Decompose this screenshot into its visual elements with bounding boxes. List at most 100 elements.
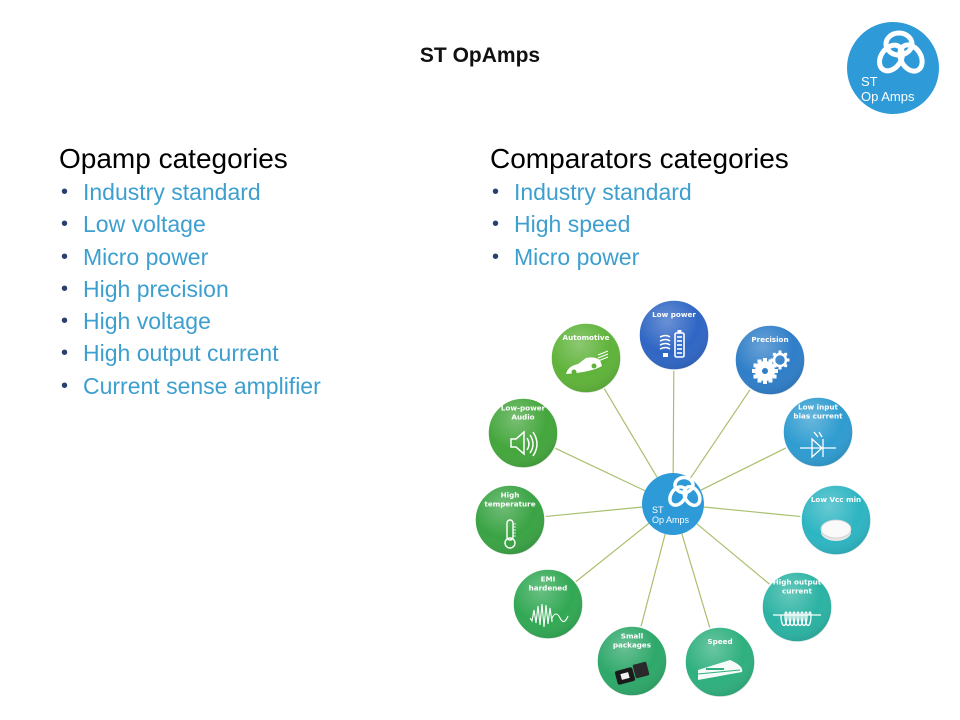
comparators-list: • Industry standard • High speed • Micro po…	[490, 176, 789, 273]
connector-line	[681, 533, 711, 629]
node-gloss	[513, 569, 583, 639]
node-label: packages	[613, 641, 651, 650]
list-item: • Micro power	[490, 241, 789, 273]
node-label: Automotive	[563, 333, 610, 342]
coin-cell-icon	[820, 519, 852, 541]
chip-package-icon	[614, 661, 650, 685]
list-item: • Current sense amplifier	[59, 370, 321, 402]
node-label: temperature	[484, 500, 535, 509]
comparators-categories: Comparators categories • Industry standar…	[490, 142, 789, 273]
list-item-label: Micro power	[514, 243, 640, 270]
bullet-train-icon	[697, 660, 743, 680]
feature-node-automotive: Automotive	[550, 322, 622, 394]
bullet-icon: •	[61, 310, 69, 333]
node-label: hardened	[529, 584, 568, 593]
center-text-st: ST	[652, 505, 664, 515]
connector-line	[700, 447, 787, 491]
bulb-battery-icon	[659, 330, 685, 358]
connector-line	[703, 506, 802, 518]
list-item-label: High precision	[83, 275, 229, 302]
chain-links-icon	[668, 475, 702, 508]
feature-node-speed: Speed	[684, 626, 756, 698]
slide-title: ST OpAmps	[419, 44, 541, 67]
list-item-label: Low voltage	[83, 211, 206, 238]
list-item-label: Current sense amplifier	[83, 372, 321, 399]
center-hub: ST Op Amps	[642, 473, 704, 535]
list-item: • Micro power	[59, 241, 321, 273]
bullet-icon: •	[61, 374, 69, 397]
node-gloss	[685, 627, 755, 697]
node-label: Speed	[707, 637, 732, 646]
node-label: current	[782, 587, 812, 596]
logo-text-opamps: Op Amps	[861, 89, 915, 104]
node-label: Low-power	[501, 404, 546, 413]
connector-line	[672, 369, 675, 474]
bullet-icon: •	[61, 245, 69, 268]
bullet-icon: •	[492, 245, 500, 268]
list-item-label: Industry standard	[514, 179, 692, 205]
list-item: • High output current	[59, 337, 321, 369]
thermometer-icon	[504, 519, 516, 549]
opamp-categories: Opamp categories • Industry standard • Low…	[59, 142, 321, 402]
opamp-heading: Opamp categories	[59, 143, 288, 174]
car-icon	[566, 350, 609, 375]
list-item-label: Industry standard	[83, 179, 261, 205]
connector-lines	[544, 369, 802, 629]
node-gloss	[597, 626, 667, 696]
node-gloss	[783, 397, 853, 467]
logo-text-st: ST	[861, 74, 878, 89]
photodiode-icon	[800, 431, 836, 459]
list-item-label: High voltage	[83, 308, 211, 335]
connector-line	[574, 522, 650, 583]
comparators-heading: Comparators categories	[490, 143, 789, 174]
st-opamps-logo: ST Op Amps	[847, 22, 939, 114]
list-item: • Industry standard	[490, 176, 789, 208]
node-label: Low power	[652, 310, 696, 319]
list-item-label: Micro power	[83, 243, 209, 270]
connector-line	[640, 533, 666, 628]
list-item: •High precision	[59, 273, 321, 305]
connector-line	[554, 447, 646, 492]
node-label: EMI	[541, 575, 556, 584]
bullet-icon: •	[61, 213, 69, 236]
noise-wave-icon	[529, 603, 569, 628]
connector-line	[603, 387, 658, 478]
list-item: • High speed	[490, 208, 789, 240]
connector-line	[544, 506, 643, 518]
connector-line	[689, 388, 751, 479]
list-item: • Low voltage	[59, 208, 321, 240]
node-label: Precision	[751, 335, 788, 344]
inductor-coil-icon	[773, 611, 821, 627]
node-label: High	[501, 491, 520, 500]
speaker-icon	[510, 430, 538, 457]
bullet-icon: •	[61, 181, 69, 203]
node-label: High output	[773, 578, 822, 587]
opamp-list: • Industry standard • Low voltage • Micro p…	[59, 176, 321, 402]
list-item-label: High speed	[514, 211, 631, 238]
node-gloss	[762, 572, 832, 642]
node-label: Low input	[798, 403, 839, 412]
list-item: • Industry standard	[59, 176, 321, 208]
center-text-opamps: Op Amps	[652, 515, 690, 525]
feature-node-precision: Precision	[734, 324, 806, 396]
node-gloss	[639, 300, 709, 370]
connector-line	[696, 523, 771, 586]
bullet-icon: •	[492, 213, 500, 236]
bullet-icon: •	[492, 181, 500, 203]
list-item-label: High output current	[83, 340, 279, 367]
feature-node-low-power: Low power	[638, 299, 710, 371]
node-label: Audio	[511, 413, 534, 422]
node-label: Small	[621, 632, 643, 641]
node-label: bias current	[793, 412, 843, 421]
chain-links-icon	[877, 30, 925, 74]
gears-icon	[752, 350, 790, 384]
list-item: • High voltage	[59, 305, 321, 337]
bullet-icon: •	[61, 342, 69, 365]
